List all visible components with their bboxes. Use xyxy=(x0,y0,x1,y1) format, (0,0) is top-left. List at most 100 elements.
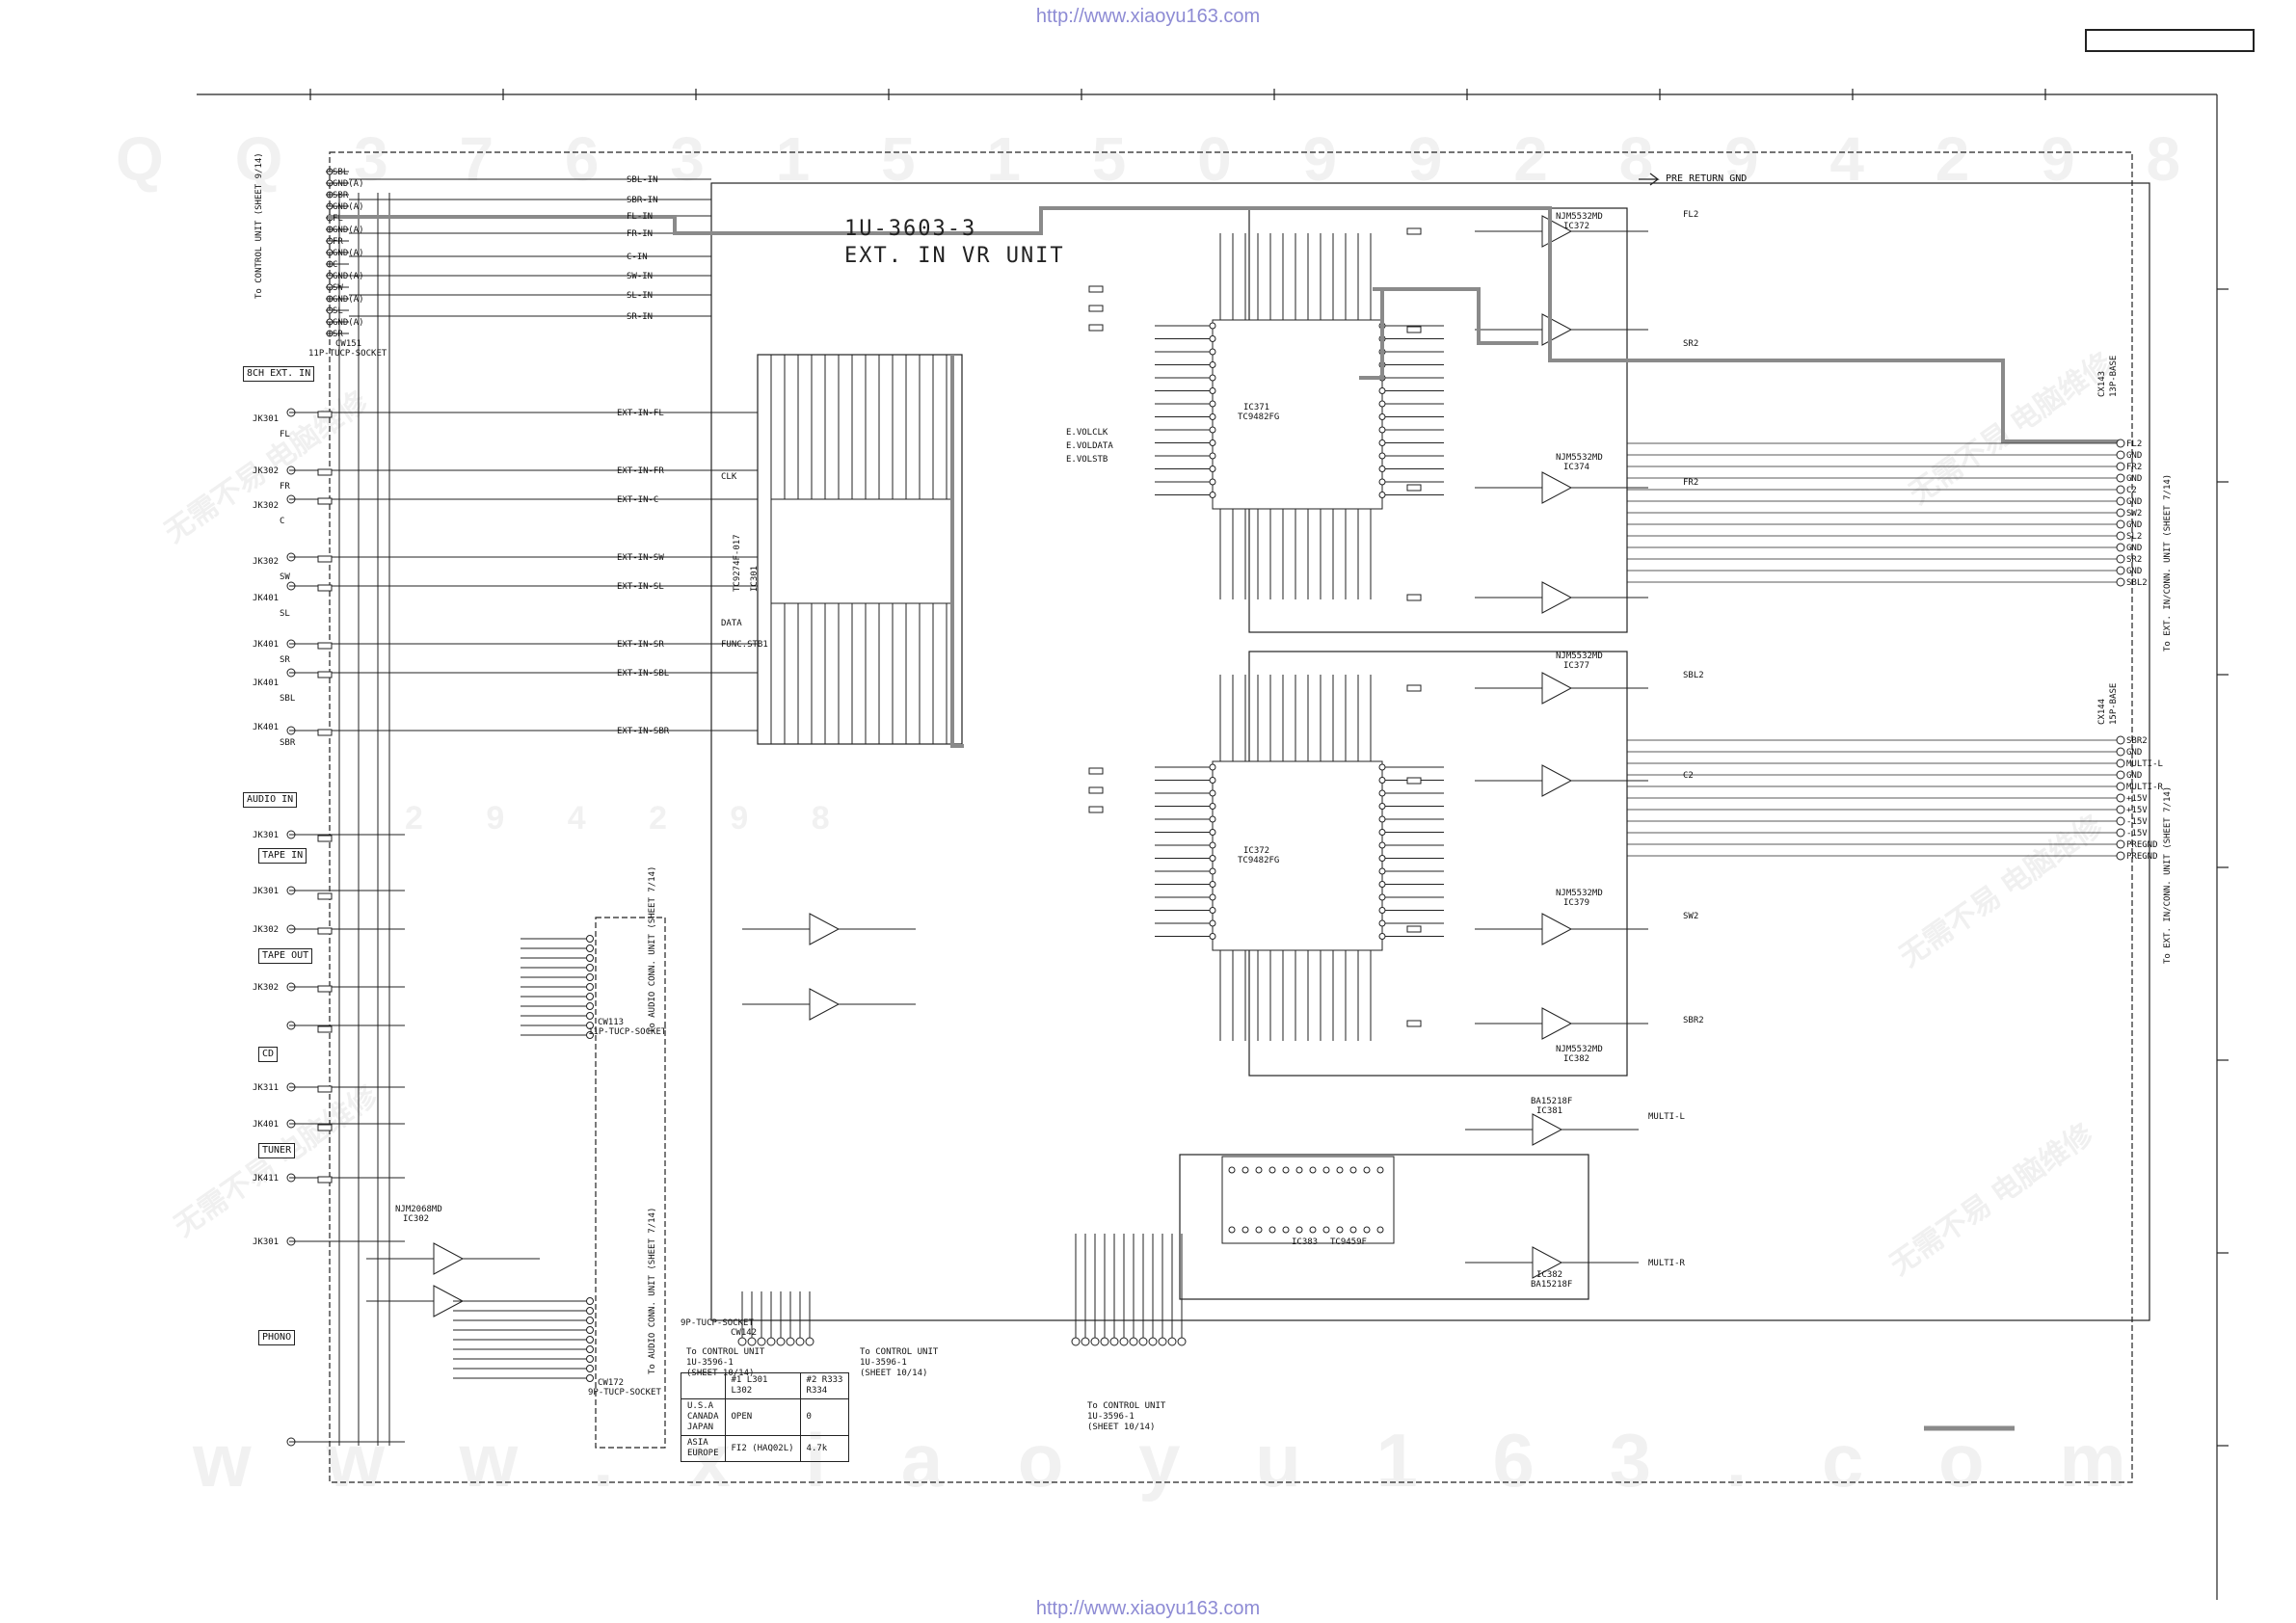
opamp-3-ref: IC379 xyxy=(1563,898,1590,908)
bus-sig-4: C-IN xyxy=(627,253,648,262)
cw151-pin-11: GND(A) xyxy=(333,295,364,305)
region-table: #1 L301 L302 #2 R333 R334 U.S.A CANADA J… xyxy=(681,1372,850,1462)
ext-in-box: 8CH EXT. IN xyxy=(243,366,315,382)
net-evolstb: E.VOLSTB xyxy=(1066,455,1108,465)
ext-jack-4-ref: JK401 xyxy=(253,594,280,603)
cx143-pin-1: GND xyxy=(2126,451,2143,461)
ext-jack-2-label: C xyxy=(280,517,285,526)
cx143-pin-3: GND xyxy=(2126,474,2143,484)
opamp-2-ref: IC377 xyxy=(1563,661,1590,671)
audio-jack-6: CD xyxy=(258,1047,279,1062)
cx144-name: CX144 xyxy=(2097,698,2107,725)
bus-sig-2: FL-IN xyxy=(627,212,654,222)
ext-jack-5-label: SR xyxy=(280,655,290,665)
bus-sig-0: SBL-IN xyxy=(627,175,658,185)
bus-sig-7: SR-IN xyxy=(627,312,654,322)
cx144-pin-9: PREGND xyxy=(2126,840,2158,850)
cx143-pin-5: GND xyxy=(2126,497,2143,507)
ic372-ref: IC372 xyxy=(1243,846,1270,856)
region-cell: 4.7k xyxy=(799,1435,850,1462)
source-url-bottom[interactable]: http://www.xiaoyu163.com xyxy=(1035,1598,1261,1619)
cx144-pin-0: SBR2 xyxy=(2126,736,2148,746)
source-url-top[interactable]: http://www.xiaoyu163.com xyxy=(1035,6,1261,27)
cw142-type: 9P-TUCP-SOCKET xyxy=(681,1318,754,1328)
audio-jack-10: JK411 xyxy=(253,1174,280,1184)
cx143-pin-4: C2 xyxy=(2126,486,2137,495)
cw113-name: CW113 xyxy=(598,1018,625,1027)
audio-jack-4: TAPE OUT xyxy=(258,948,313,964)
ic301-ref: IC301 xyxy=(750,565,760,592)
region-th-2: #2 R333 R334 xyxy=(799,1372,850,1399)
cx143-pin-11: GND xyxy=(2126,567,2143,576)
ext-jack-0-ref: JK301 xyxy=(253,414,280,424)
net-fr2: FR2 xyxy=(1683,478,1699,488)
region-cell: OPEN xyxy=(724,1398,801,1436)
cw151-type: 11P-TUCP-SOCKET xyxy=(308,349,387,359)
ext-jack-6-label: SBL xyxy=(280,694,296,704)
opamp-5-ref: IC302 xyxy=(403,1214,430,1224)
cx144-pin-4: MULTI-R xyxy=(2126,783,2163,792)
opamp-8-part: TC9459F xyxy=(1330,1237,1367,1247)
opamp-7-ref: IC382 xyxy=(1536,1270,1563,1280)
audio-jack-2: JK301 xyxy=(253,887,280,896)
ext-jack-0-label: FL xyxy=(280,430,290,439)
audio-jack-9: TUNER xyxy=(258,1143,296,1158)
cw151-pin-13: GND(A) xyxy=(333,318,364,328)
region-cell: U.S.A CANADA JAPAN xyxy=(681,1398,726,1436)
cx143-pin-10: SR2 xyxy=(2126,555,2143,565)
table-row: ASIA EUROPE FI2 (HAQ02L) 4.7k xyxy=(681,1435,850,1462)
cw151-pin-9: GND(A) xyxy=(333,272,364,281)
ext-jack-1-label: FR xyxy=(280,482,290,492)
ext-net-3: EXT-IN-SW xyxy=(617,553,664,563)
watermark-digits-mid: 2 9 4 2 9 8 xyxy=(405,800,857,837)
bus-sig-5: SW-IN xyxy=(627,272,654,281)
net-evolclk: E.VOLCLK xyxy=(1066,428,1108,438)
net-c2: C2 xyxy=(1683,771,1694,781)
ext-jack-5-ref: JK401 xyxy=(253,640,280,650)
cx143-pin-0: FL2 xyxy=(2126,439,2143,449)
cw151-pin-10: SW xyxy=(333,283,343,293)
cw172-type: 9P-TUCP-SOCKET xyxy=(588,1388,661,1397)
opamp-0-ref: IC372 xyxy=(1563,222,1590,231)
region-cell: FI2 (HAQ02L) xyxy=(724,1435,801,1462)
opamp-0-part: NJM5532MD xyxy=(1556,212,1603,222)
region-cell: 0 xyxy=(799,1398,850,1436)
cx143-pin-9: GND xyxy=(2126,544,2143,553)
cx143-target: To EXT. IN/CONN. UNIT (SHEET 7/14) xyxy=(2163,473,2173,652)
net-sr2: SR2 xyxy=(1683,339,1699,349)
cw151-pin-1: GND(A) xyxy=(333,179,364,189)
cw151-pin-3: GND(A) xyxy=(333,202,364,212)
cw151-pin-12: SL xyxy=(333,306,343,316)
ic301-sig-clk: CLK xyxy=(721,472,737,482)
opamp-4-ref: IC382 xyxy=(1563,1054,1590,1064)
cx144-pin-5: +15V xyxy=(2126,794,2148,804)
watermark-digits: Q Q 3 7 6 3 1 5 1 5 0 9 9 2 8 9 4 2 9 8 xyxy=(116,124,2208,194)
opamp-3-part: NJM5532MD xyxy=(1556,889,1603,898)
cw113-target: To AUDIO CONN. UNIT (SHEET 7/14) xyxy=(648,865,657,1033)
net-fl2: FL2 xyxy=(1683,210,1699,220)
ext-net-0: EXT-IN-FL xyxy=(617,409,664,418)
audio-jack-5: JK302 xyxy=(253,983,280,993)
cx144-pin-6: +15V xyxy=(2126,806,2148,815)
unit-title: 1U-3603-3 EXT. IN VR UNIT xyxy=(844,216,1065,270)
opamp-8-ref: IC383 xyxy=(1292,1237,1319,1247)
table-row: U.S.A CANADA JAPAN OPEN 0 xyxy=(681,1398,850,1436)
cw151-pin-5: GND(A) xyxy=(333,226,364,235)
cx143-pin-6: SW2 xyxy=(2126,509,2143,519)
audio-jack-8: JK401 xyxy=(253,1120,280,1130)
cw151-pin-6: FR xyxy=(333,237,343,247)
bus-sig-1: SBR-IN xyxy=(627,196,658,205)
ic301-sig-data: DATA xyxy=(721,619,742,628)
ext-net-4: EXT-IN-SL xyxy=(617,582,664,592)
ic301-sig-stb: FUNC.STB1 xyxy=(721,640,768,650)
audio-in-box: AUDIO IN xyxy=(243,792,298,808)
ext-net-1: EXT-IN-FR xyxy=(617,466,664,476)
cw151-pin-14: SR xyxy=(333,330,343,339)
opamp-6-part: BA15218F xyxy=(1531,1097,1573,1106)
ext-jack-2-ref: JK302 xyxy=(253,501,280,511)
ext-jack-3-label: SW xyxy=(280,572,290,582)
cw151-pin-8: C xyxy=(333,260,338,270)
cw151-pin-4: FL xyxy=(333,214,343,224)
cx144-pin-1: GND xyxy=(2126,748,2143,758)
